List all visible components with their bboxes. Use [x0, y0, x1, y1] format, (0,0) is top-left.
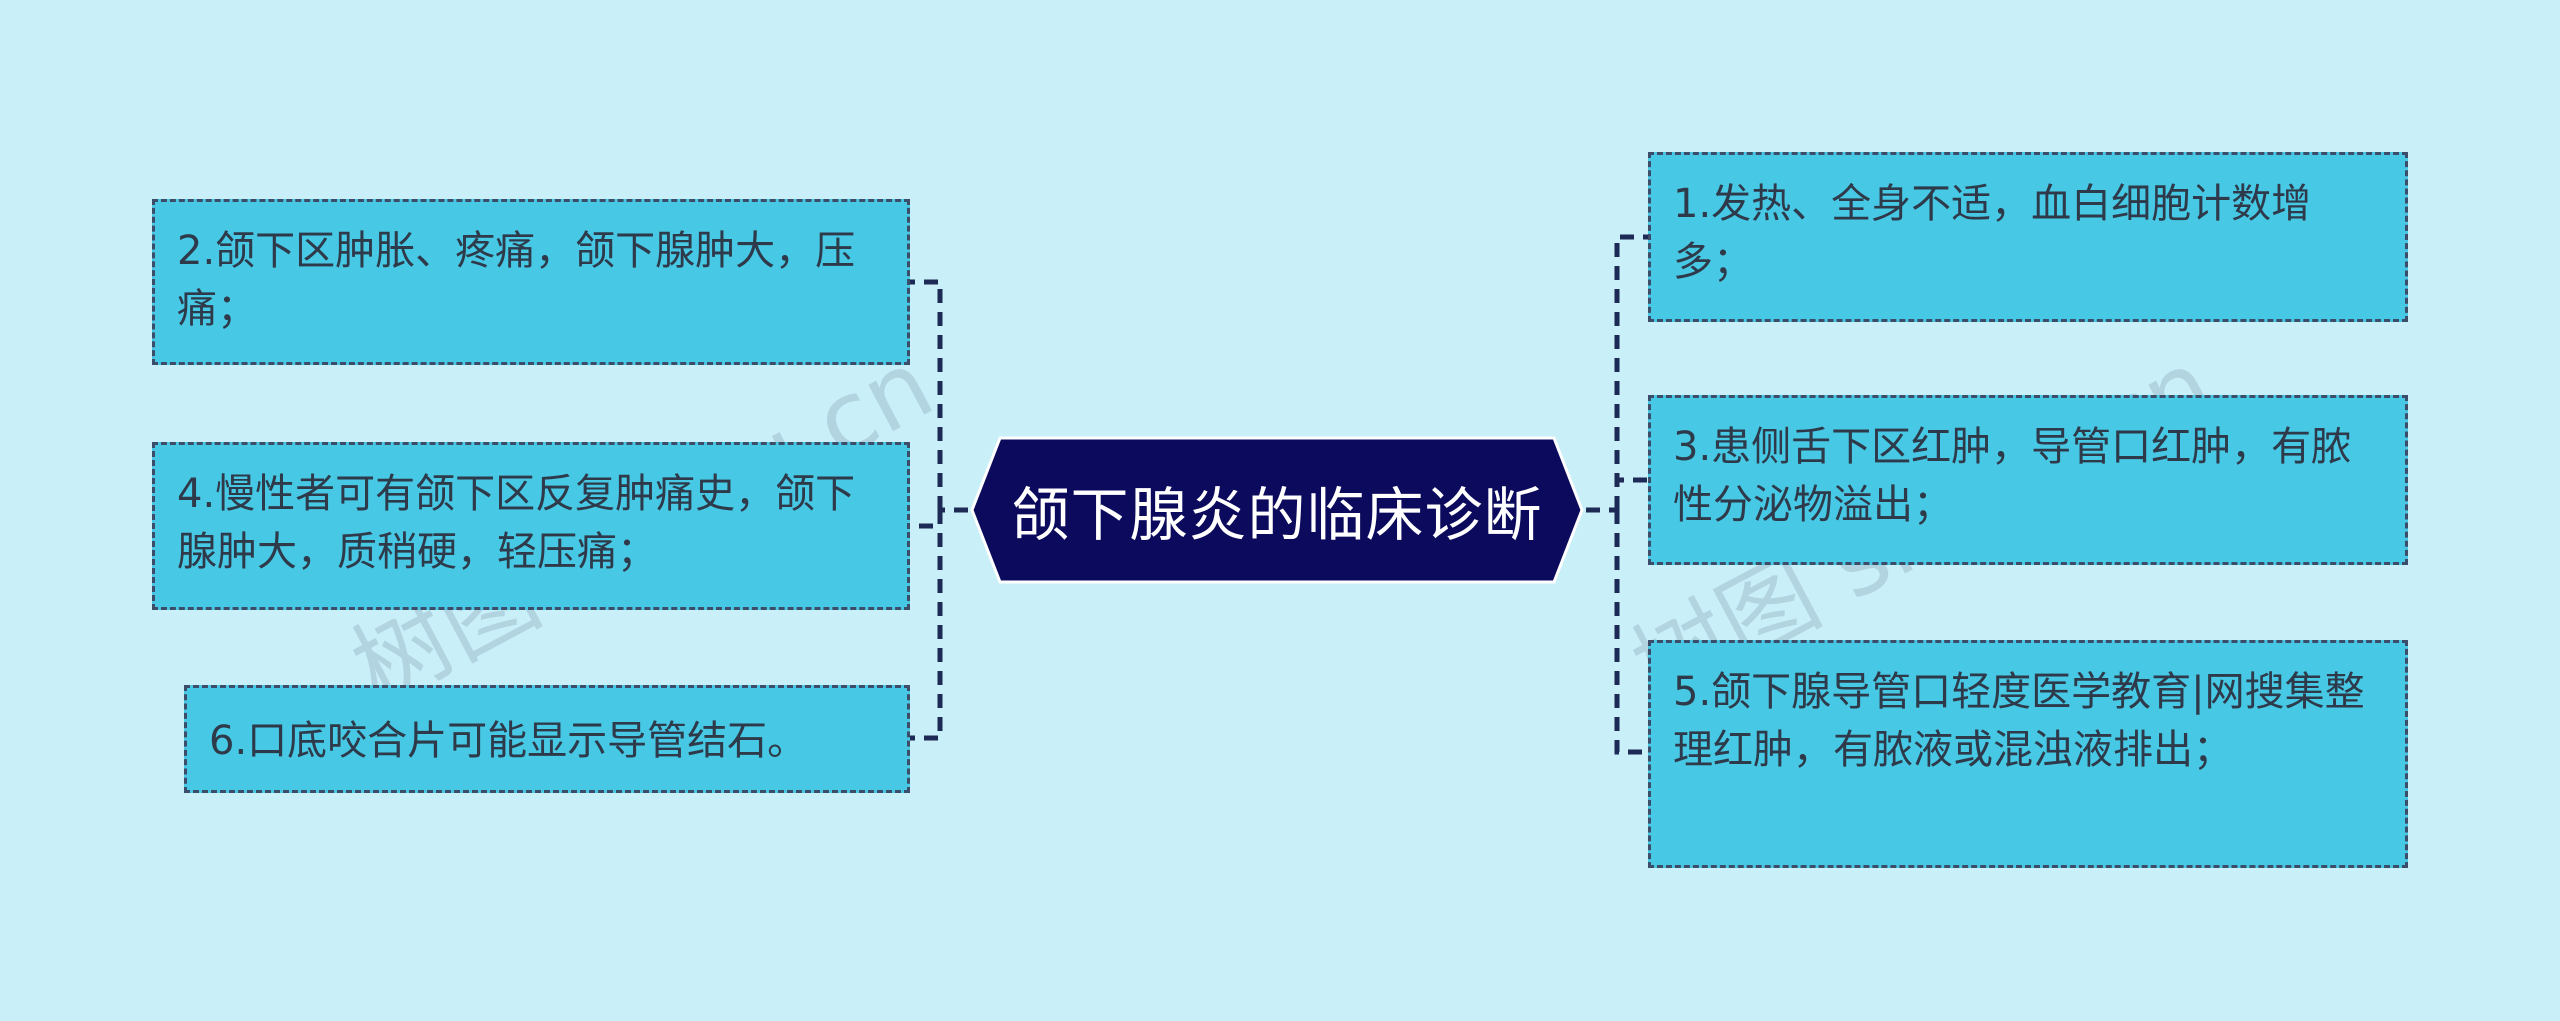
connector-left-1 — [910, 279, 943, 510]
central-topic-shape — [970, 436, 1584, 584]
connector-left-2 — [910, 510, 943, 529]
topic-node-text: 1.发热、全身不适，血白细胞计数增多； — [1673, 181, 2312, 285]
topic-node-text: 3.患侧舌下区红肿，导管口红肿，有脓性分泌物溢出； — [1673, 424, 2352, 528]
topic-node-right-1[interactable]: 1.发热、全身不适，血白细胞计数增多； — [1648, 152, 2408, 322]
topic-node-left-3[interactable]: 6.口底咬合片可能显示导管结石。 — [184, 685, 910, 793]
central-topic-label: 颌下腺炎的临床诊断 — [1011, 481, 1543, 549]
central-topic[interactable]: 颌下腺炎的临床诊断 — [968, 434, 1586, 586]
connector-right-2 — [1614, 477, 1648, 510]
topic-node-right-2[interactable]: 3.患侧舌下区红肿，导管口红肿，有脓性分泌物溢出； — [1648, 395, 2408, 565]
connector-right-3 — [1614, 510, 1648, 755]
connector-left-3 — [910, 510, 943, 741]
connector-right-1 — [1614, 234, 1648, 510]
topic-node-text: 2.颌下区肿胀、疼痛，颌下腺肿大，压痛； — [177, 228, 856, 332]
topic-node-left-1[interactable]: 2.颌下区肿胀、疼痛，颌下腺肿大，压痛； — [152, 199, 910, 365]
topic-node-text: 5.颌下腺导管口轻度医学教育|网搜集整理红肿，有脓液或混浊液排出； — [1673, 669, 2365, 773]
topic-node-text: 6.口底咬合片可能显示导管结石。 — [209, 718, 808, 764]
topic-node-text: 4.慢性者可有颌下区反复肿痛史，颌下腺肿大，质稍硬，轻压痛； — [177, 471, 856, 575]
topic-node-left-2[interactable]: 4.慢性者可有颌下区反复肿痛史，颌下腺肿大，质稍硬，轻压痛； — [152, 442, 910, 610]
topic-node-right-3[interactable]: 5.颌下腺导管口轻度医学教育|网搜集整理红肿，有脓液或混浊液排出； — [1648, 640, 2408, 868]
